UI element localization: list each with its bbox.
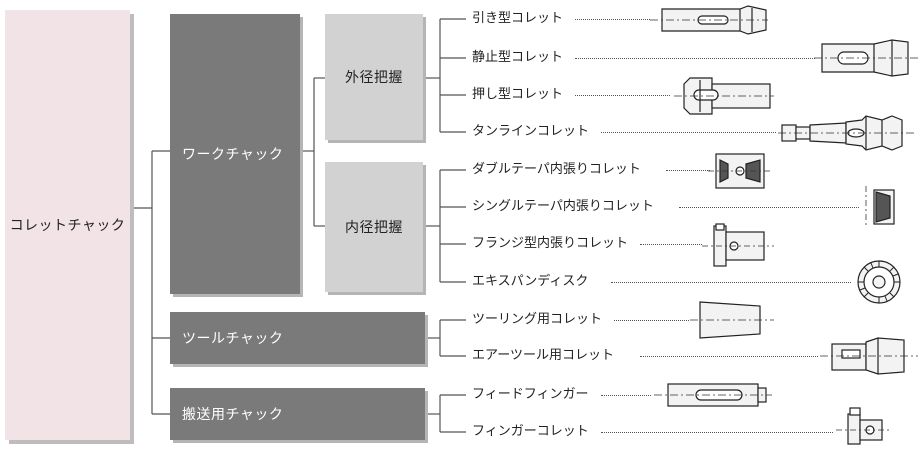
tool-chuck-box: ツールチャック	[170, 312, 425, 364]
work-chuck-box: ワークチャック	[170, 14, 300, 294]
double-taper-expanding-collet-icon	[706, 152, 774, 190]
leader-dots	[575, 95, 670, 96]
item-single-taper-collet: シングルテーパ内張りコレット	[472, 199, 654, 215]
leader-dots	[601, 432, 833, 433]
item-flange-collet: フランジ型内張りコレット	[472, 236, 628, 252]
item-label: エキスパンディスク	[472, 274, 589, 289]
air-tool-collet-icon	[818, 334, 920, 378]
item-expan-disk: エキスパンディスク	[472, 274, 588, 290]
item-feed-finger: フィードフィンガー	[472, 387, 588, 403]
root-collet-chuck-box: コレットチャック	[5, 10, 130, 440]
work-chuck-label: ワークチャック	[182, 147, 284, 163]
transport-chuck-label: 搬送用チャック	[182, 407, 284, 423]
item-push-collet: 押し型コレット	[472, 87, 563, 103]
root-label: コレットチャック	[9, 218, 126, 234]
feed-finger-icon	[652, 378, 774, 412]
leader-dots	[575, 19, 650, 20]
leader-dots	[679, 207, 859, 208]
leader-dots	[666, 170, 710, 171]
item-tanline-collet: タンラインコレット	[472, 124, 589, 140]
leader-dots	[575, 58, 815, 59]
finger-collet-icon	[834, 404, 894, 448]
leader-dots	[614, 320, 689, 321]
inner-grip-box: 内径把握	[325, 162, 423, 292]
leader-dots	[611, 282, 851, 283]
item-tooling-collet: ツーリング用コレット	[472, 312, 602, 328]
expan-disk-icon	[855, 258, 903, 306]
tool-chuck-label: ツールチャック	[182, 331, 284, 347]
pull-collet-icon	[648, 4, 770, 36]
item-pull-collet: 引き型コレット	[472, 11, 563, 27]
tanline-collet-icon	[776, 114, 916, 152]
item-label: 静止型コレット	[472, 50, 564, 65]
single-taper-expanding-collet-icon	[860, 184, 900, 230]
leader-dots	[640, 244, 702, 245]
tooling-collet-icon	[688, 300, 778, 340]
item-label: 引き型コレット	[472, 11, 564, 26]
leader-dots	[640, 356, 818, 357]
item-label: シングルテーパ内張りコレット	[472, 199, 654, 214]
item-double-taper-collet: ダブルテーパ内張りコレット	[472, 162, 641, 178]
item-label: エアーツール用コレット	[472, 348, 614, 363]
item-air-tool-collet: エアーツール用コレット	[472, 348, 614, 364]
outer-grip-label: 外径把握	[345, 70, 403, 86]
push-collet-icon	[672, 76, 776, 116]
item-label: ツーリング用コレット	[472, 312, 603, 327]
item-label: フィンガーコレット	[472, 424, 589, 439]
inner-grip-label: 内径把握	[345, 220, 403, 236]
outer-grip-box: 外径把握	[325, 14, 423, 140]
item-label: タンラインコレット	[472, 124, 590, 139]
item-label: フィードフィンガー	[472, 387, 589, 402]
item-label: フランジ型内張りコレット	[472, 236, 629, 251]
transport-chuck-box: 搬送用チャック	[170, 388, 425, 440]
item-finger-collet: フィンガーコレット	[472, 424, 589, 440]
leader-dots	[601, 395, 651, 396]
leader-dots	[601, 132, 776, 133]
flange-expanding-collet-icon	[700, 222, 776, 268]
item-label: 押し型コレット	[472, 87, 564, 102]
item-stationary-collet: 静止型コレット	[472, 50, 563, 66]
item-label: ダブルテーパ内張りコレット	[472, 162, 641, 177]
stationary-collet-icon	[812, 38, 920, 78]
